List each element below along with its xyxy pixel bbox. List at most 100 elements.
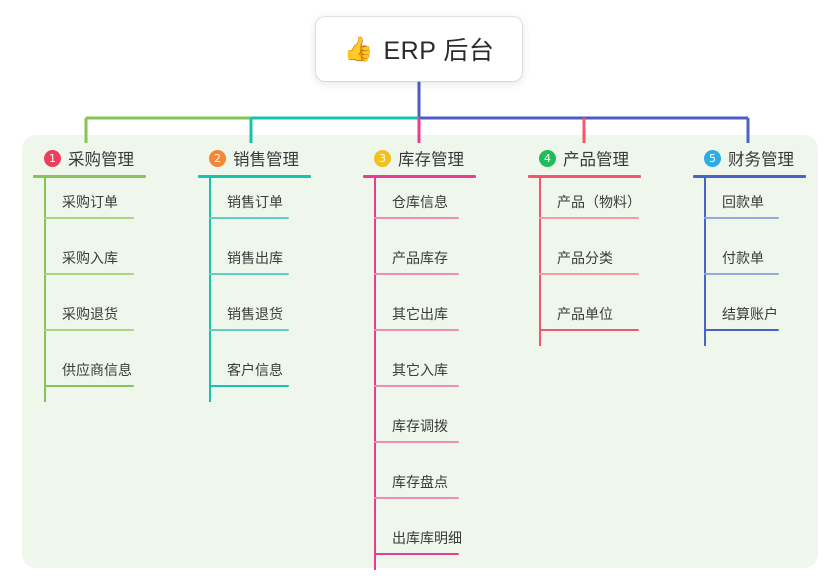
branch-title: 采购管理 — [68, 151, 134, 169]
branch-item[interactable]: 出库库明细 — [363, 514, 476, 570]
branch-item-rule — [44, 329, 134, 331]
branch-item[interactable]: 其它入库 — [363, 346, 476, 402]
branch-item-label: 结算账户 — [722, 306, 778, 322]
branch-item[interactable]: 结算账户 — [693, 290, 806, 346]
branch-item[interactable]: 库存调拨 — [363, 402, 476, 458]
branch-header-3[interactable]: 3 库存管理 — [374, 146, 476, 170]
branch-item-label: 仓库信息 — [392, 194, 448, 210]
branch-item[interactable]: 付款单 — [693, 234, 806, 290]
branch-item[interactable]: 销售出库 — [198, 234, 311, 290]
branch-item-rule — [704, 273, 779, 275]
branch-item-label: 采购退货 — [62, 306, 118, 322]
branch-item-label: 采购入库 — [62, 250, 118, 266]
branch-column-2: 2 销售管理销售订单销售出库销售退货客户信息 — [198, 146, 311, 402]
branch-item-rule — [209, 329, 289, 331]
branch-item-label: 其它入库 — [392, 362, 448, 378]
branch-item-label: 供应商信息 — [62, 362, 132, 378]
branch-header-2[interactable]: 2 销售管理 — [209, 146, 311, 170]
branch-items: 销售订单销售出库销售退货客户信息 — [198, 178, 311, 402]
branch-item[interactable]: 产品（物料） — [528, 178, 641, 234]
branch-item-rule — [209, 273, 289, 275]
branch-number-badge: 4 — [539, 149, 556, 167]
branch-column-1: 1 采购管理采购订单采购入库采购退货供应商信息 — [33, 146, 146, 402]
branch-item-label: 回款单 — [722, 194, 764, 210]
branch-item[interactable]: 产品分类 — [528, 234, 641, 290]
branch-item-label: 产品库存 — [392, 250, 448, 266]
branch-spine — [539, 178, 541, 346]
branch-item-label: 付款单 — [722, 250, 764, 266]
branch-item-label: 产品单位 — [557, 306, 613, 322]
branch-item-label: 库存盘点 — [392, 474, 448, 490]
branch-item-label: 销售订单 — [227, 194, 283, 210]
branch-header-4[interactable]: 4 产品管理 — [539, 146, 641, 170]
branch-item[interactable]: 库存盘点 — [363, 458, 476, 514]
branches-panel — [22, 135, 818, 568]
branch-item-rule — [374, 385, 459, 387]
branch-title: 财务管理 — [728, 151, 794, 169]
root-node[interactable]: 👍 ERP 后台 — [316, 17, 522, 81]
branch-number-badge: 1 — [44, 149, 61, 167]
branch-header-rule — [33, 175, 146, 178]
branch-items: 产品（物料） 产品分类产品单位 — [528, 178, 641, 346]
branch-item-rule — [374, 217, 459, 219]
branch-header-rule — [693, 175, 806, 178]
branch-item-rule — [704, 329, 779, 331]
branch-item-label: 销售退货 — [227, 306, 283, 322]
branch-spine — [44, 178, 46, 402]
branch-item-rule — [374, 553, 459, 555]
branch-number-badge: 2 — [209, 149, 226, 167]
branch-column-4: 4 产品管理产品（物料） 产品分类产品单位 — [528, 146, 641, 346]
branch-item-rule — [374, 273, 459, 275]
branch-item-rule — [44, 385, 134, 387]
thumbs-up-icon: 👍 — [343, 36, 374, 63]
branch-title: 销售管理 — [233, 151, 299, 169]
branch-header-rule — [198, 175, 311, 178]
branch-item[interactable]: 其它出库 — [363, 290, 476, 346]
branch-item-rule — [209, 385, 289, 387]
branch-item-rule — [209, 217, 289, 219]
branch-item-label: 其它出库 — [392, 306, 448, 322]
branch-header-1[interactable]: 1 采购管理 — [44, 146, 146, 170]
branch-item-rule — [374, 441, 459, 443]
branch-spine — [704, 178, 706, 346]
branch-item[interactable]: 回款单 — [693, 178, 806, 234]
branch-item[interactable]: 采购退货 — [33, 290, 146, 346]
branch-spine — [374, 178, 376, 570]
branch-item-rule — [704, 217, 779, 219]
branch-item[interactable]: 产品库存 — [363, 234, 476, 290]
branch-item-label: 库存调拨 — [392, 418, 448, 434]
branch-column-3: 3 库存管理仓库信息产品库存其它出库其它入库库存调拨库存盘点出库库明细 — [363, 146, 476, 570]
branch-items: 采购订单采购入库采购退货供应商信息 — [33, 178, 146, 402]
branch-item-label: 销售出库 — [227, 250, 283, 266]
branch-item-rule — [539, 217, 639, 219]
branch-item[interactable]: 产品单位 — [528, 290, 641, 346]
branch-item-rule — [539, 273, 639, 275]
branch-number-badge: 3 — [374, 149, 391, 167]
branch-items: 仓库信息产品库存其它出库其它入库库存调拨库存盘点出库库明细 — [363, 178, 476, 570]
branch-item-rule — [539, 329, 639, 331]
branch-header-rule — [528, 175, 641, 178]
root-node-title: ERP 后台 — [383, 37, 495, 65]
branch-title: 库存管理 — [398, 151, 464, 169]
branch-spine — [209, 178, 211, 402]
branch-column-5: 5 财务管理回款单付款单结算账户 — [693, 146, 806, 346]
branch-number-badge: 5 — [704, 149, 721, 167]
branch-item-rule — [374, 497, 459, 499]
branch-item-label: 采购订单 — [62, 194, 118, 210]
branch-title: 产品管理 — [563, 151, 629, 169]
branch-header-5[interactable]: 5 财务管理 — [704, 146, 806, 170]
branch-item-label: 客户信息 — [227, 362, 283, 378]
branch-item[interactable]: 销售订单 — [198, 178, 311, 234]
branch-item[interactable]: 采购订单 — [33, 178, 146, 234]
branch-item-label: 出库库明细 — [392, 530, 462, 546]
branch-item[interactable]: 采购入库 — [33, 234, 146, 290]
branch-items: 回款单付款单结算账户 — [693, 178, 806, 346]
branch-item-label: 产品分类 — [557, 250, 613, 266]
branch-item-label: 产品（物料） — [557, 194, 641, 210]
branch-item-rule — [44, 273, 134, 275]
branch-item[interactable]: 仓库信息 — [363, 178, 476, 234]
branch-item[interactable]: 供应商信息 — [33, 346, 146, 402]
branch-item[interactable]: 销售退货 — [198, 290, 311, 346]
branch-item[interactable]: 客户信息 — [198, 346, 311, 402]
